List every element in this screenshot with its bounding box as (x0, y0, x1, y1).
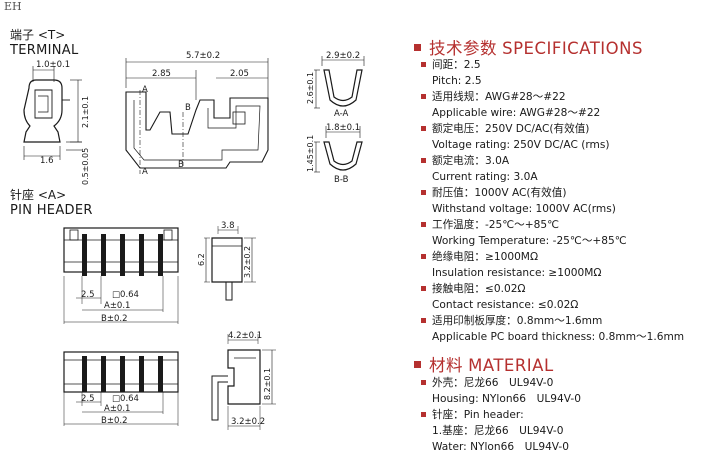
t-len-b-label: 2.05 (230, 69, 249, 79)
r-side-h-label: 8.2±0.1 (263, 368, 272, 400)
r-dim-a-label: A±0.1 (104, 404, 130, 414)
aa-section-label: A-A (334, 109, 349, 119)
spec-voltage-en: Voltage rating: 250V DC/AC (rms) (432, 139, 610, 151)
h-pin-label: □0.64 (112, 290, 139, 300)
h-side-h2-label: 3.2±0.2 (243, 246, 252, 278)
bb-height-label: 1.45±0.1 (306, 135, 315, 172)
section-b-b: 1.8±0.1 1.45±0.1 B-B (306, 123, 363, 185)
pin-header-straight-side: 3.8 6.2 3.2±0.2 (197, 221, 256, 301)
spec-contact-en: Contact resistance: ≤0.02Ω (432, 299, 579, 311)
spec-contact-cn: 接触电阻：≤0.02Ω (421, 281, 717, 297)
r-dim-b-label: B±0.2 (101, 416, 127, 426)
r-pin-label: □0.64 (112, 394, 139, 404)
r-side-d-label: 3.2±0.2 (231, 417, 265, 427)
mat-base-cn: 1.基座：尼龙66 UL94V-0 (432, 425, 564, 437)
pin-header-right-angle-front: 2.5 □0.64 A±0.1 B±0.2 (63, 351, 179, 426)
t-len-a-label: 2.85 (152, 69, 171, 79)
specifications-header: 技术参数 SPECIFICATIONS (414, 35, 643, 59)
h-side-h1-label: 6.2 (197, 253, 206, 266)
material-title-cn: 材料 (429, 356, 463, 375)
pin-header-title-cn: 针座 <A> (10, 188, 67, 202)
spec-current-cn: 额定电流：3.0A (421, 153, 717, 169)
t-thick-label: 0.5±0.05 (81, 148, 90, 185)
r-pitch-label: 2.5 (81, 394, 95, 404)
terminal-title-cn: 端子 <T> (10, 28, 66, 42)
material-header: 材料 MATERIAL (414, 352, 554, 376)
spec-withstand-cn: 耐压值：1000V AC(有效值) (421, 185, 717, 201)
spec-pcb-cn: 适用印制板厚度：0.8mm～1.6mm (421, 313, 717, 329)
t-height-label: 2.1±0.1 (81, 96, 90, 128)
h-pitch-label: 2.5 (81, 290, 95, 300)
spec-voltage-cn: 额定电压：250V DC/AC(有效值) (421, 121, 717, 137)
spec-temperature-en: Working Temperature: -25℃～+85℃ (432, 235, 627, 247)
pin-header-right-angle-side: 4.2±0.1 8.2±0.1 3.2±0.2 (211, 331, 276, 430)
spec-insulation-cn: 绝缘电阻：≥1000MΩ (421, 249, 717, 265)
spec-pitch-en: Pitch: 2.5 (432, 75, 482, 87)
material-list: 外壳：尼龙66 UL94V-0 Housing: NYlon66 UL94V-0… (421, 375, 717, 455)
sec-b-bottom: B (178, 160, 184, 170)
spec-current-en: Current rating: 3.0A (432, 171, 538, 183)
bb-width-label: 1.8±0.1 (326, 123, 360, 133)
t-width-label: 1.0±0.1 (36, 60, 70, 70)
material-square-icon (414, 361, 421, 368)
technical-drawing: 1.0±0.1 2.1±0.1 1.6 0.5±0.05 5.7±0.2 2.8… (23, 51, 365, 430)
specifications-title-cn: 技术参数 (429, 39, 497, 58)
mat-housing-en: Housing: NYlon66 UL94V-0 (432, 393, 581, 405)
spec-wire-cn: 适用线规：AWG#28～#22 (421, 89, 717, 105)
specifications-title-en: SPECIFICATIONS (502, 39, 643, 58)
h-dim-a-label: A±0.1 (104, 301, 130, 311)
series-label: EH (4, 0, 22, 13)
mat-pinheader-cn: 针座：Pin header: (421, 407, 717, 423)
aa-height-label: 2.6±0.1 (306, 72, 315, 104)
specifications-list: 间距：2.5 Pitch: 2.5 适用线规：AWG#28～#22 Applic… (421, 57, 717, 345)
spec-wire-en: Applicable wire: AWG#28～#22 (432, 107, 601, 119)
section-a-a: 2.9±0.2 2.6±0.1 A-A (306, 51, 365, 119)
h-dim-b-label: B±0.2 (101, 314, 127, 324)
terminal-front-view: 1.0±0.1 2.1±0.1 1.6 0.5±0.05 (23, 60, 90, 185)
sec-a-bottom: A (142, 167, 148, 177)
spec-withstand-en: Withstand voltage: 1000V AC(rms) (432, 203, 616, 215)
terminal-title-en: TERMINAL (10, 43, 79, 58)
mat-housing-cn: 外壳：尼龙66 UL94V-0 (421, 375, 717, 391)
pin-header-straight-front: 2.5 □0.64 A±0.1 B±0.2 (63, 227, 179, 324)
material-title-en: MATERIAL (468, 356, 554, 375)
sec-b-top: B (185, 103, 191, 113)
aa-width-label: 2.9±0.2 (326, 51, 360, 61)
t-len-label: 5.7±0.2 (186, 51, 220, 61)
spec-insulation-en: Insulation resistance: ≥1000MΩ (432, 267, 602, 279)
t-base-label: 1.6 (40, 156, 54, 166)
mat-water-en: Water: NYlon66 UL94V-0 (432, 441, 569, 453)
terminal-side-view: 5.7±0.2 2.85 2.05 A A B B (125, 51, 269, 177)
spec-pcb-en: Applicable PC board thickness: 0.8mm～1.6… (432, 331, 685, 343)
r-side-w-label: 4.2±0.1 (228, 331, 262, 341)
bb-section-label: B-B (334, 175, 349, 185)
spec-pitch-cn: 间距：2.5 (421, 57, 717, 73)
sec-a-top: A (142, 85, 148, 95)
h-side-w-label: 3.8 (221, 221, 235, 231)
pin-header-title-en: PIN HEADER (10, 203, 93, 218)
spec-temperature-cn: 工作温度：-25℃～+85℃ (421, 217, 717, 233)
spec-square-icon (414, 44, 421, 51)
